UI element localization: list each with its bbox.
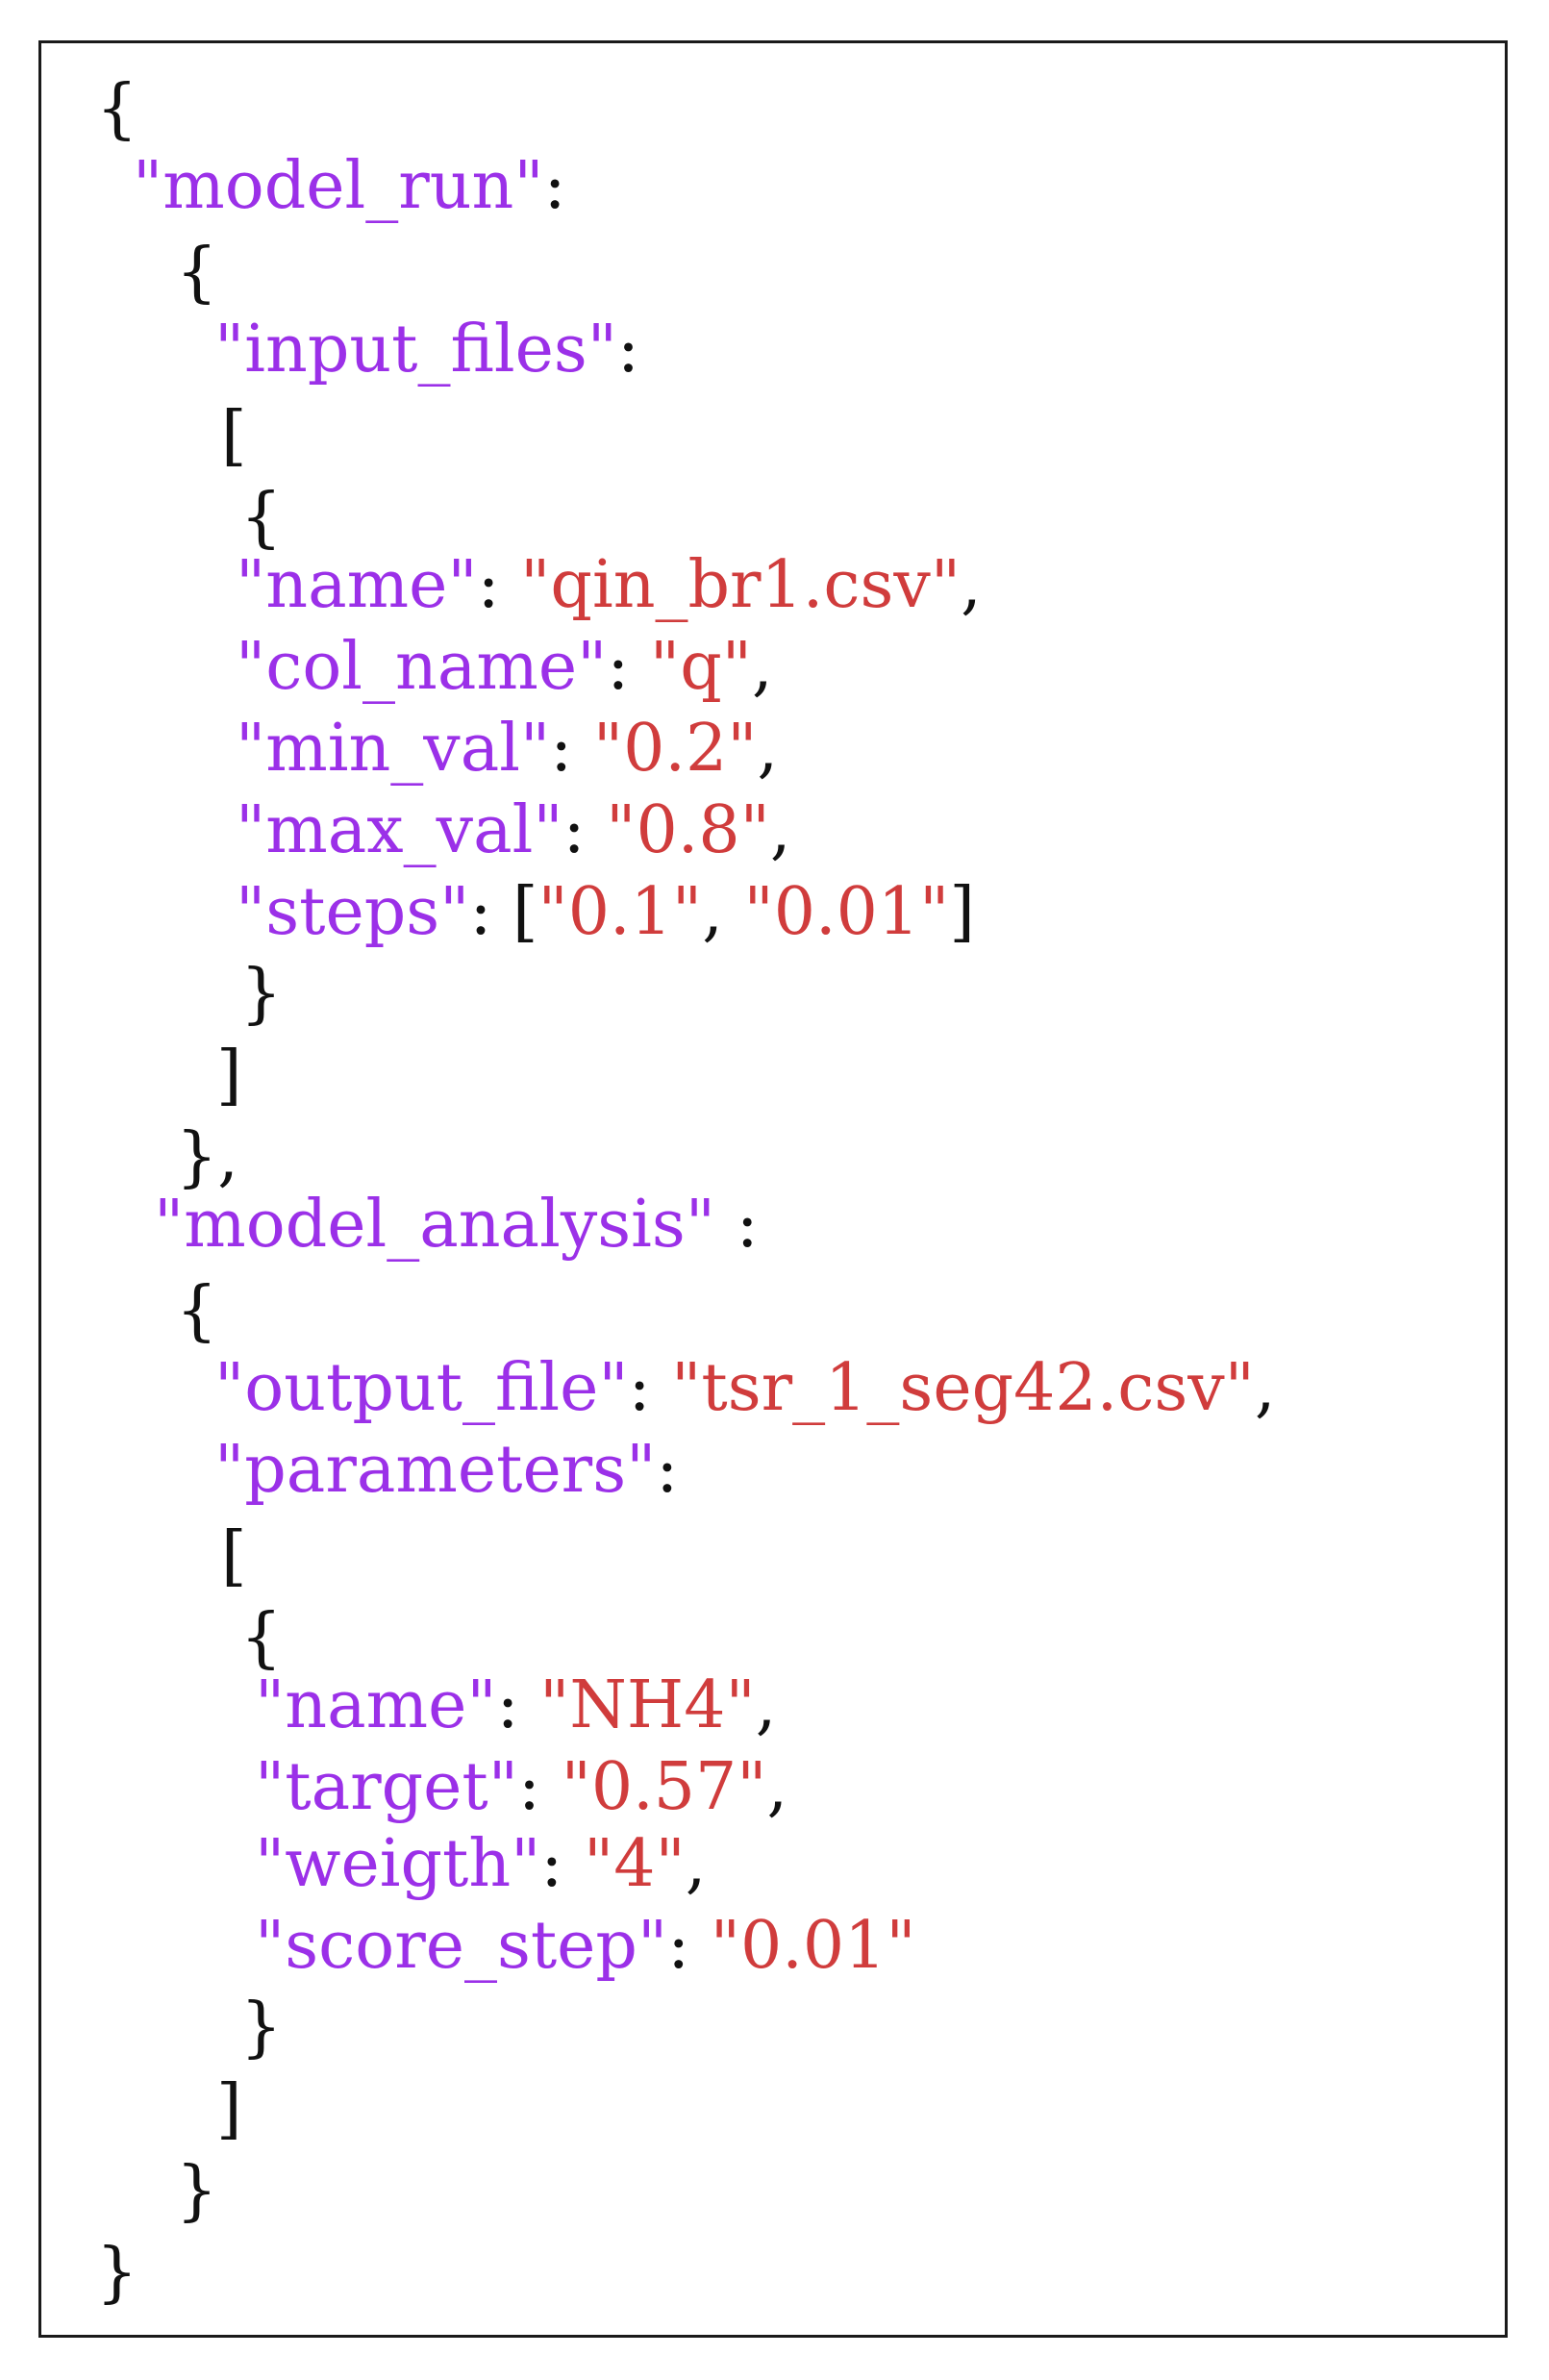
code-line: { bbox=[240, 1606, 282, 1671]
json-punctuation: : [ bbox=[469, 874, 538, 950]
code-line: } bbox=[96, 2241, 137, 2306]
code-line: { bbox=[240, 486, 282, 551]
code-line: "output_file": "tsr_1_seg42.csv", bbox=[214, 1356, 1276, 1421]
json-punctuation: , bbox=[752, 629, 773, 705]
json-punctuation: : bbox=[562, 792, 607, 868]
json-key: "model_run" bbox=[133, 148, 544, 224]
json-string-value: "tsr_1_seg42.csv" bbox=[671, 1350, 1255, 1426]
json-punctuation: : bbox=[518, 1749, 562, 1825]
json-punctuation: , bbox=[1254, 1350, 1276, 1426]
json-string-value: "0.01" bbox=[743, 874, 950, 950]
json-string-value: "0.1" bbox=[537, 874, 703, 950]
json-punctuation: , bbox=[769, 792, 791, 868]
json-punctuation: : bbox=[617, 312, 639, 388]
json-punctuation: } bbox=[176, 2153, 218, 2229]
code-line: "name": "qin_br1.csv", bbox=[236, 553, 982, 618]
code-line: "col_name": "q", bbox=[236, 635, 773, 700]
json-punctuation: } bbox=[240, 956, 283, 1032]
code-line: "score_step": "0.01" bbox=[255, 1914, 916, 1979]
code-line: "parameters": bbox=[214, 1438, 678, 1503]
json-punctuation: ] bbox=[949, 874, 975, 950]
code-line: "name": "NH4", bbox=[255, 1673, 776, 1739]
json-punctuation: , bbox=[755, 1667, 777, 1743]
json-key: "steps" bbox=[236, 874, 470, 950]
json-punctuation: [ bbox=[221, 398, 247, 474]
code-line: }, bbox=[176, 1125, 238, 1190]
code-line: "model_analysis" : bbox=[154, 1192, 759, 1258]
code-line: ] bbox=[216, 2077, 242, 2142]
code-line: } bbox=[240, 962, 282, 1027]
code-line: { bbox=[176, 1279, 217, 1344]
json-key: "model_analysis" bbox=[154, 1187, 716, 1263]
json-punctuation: , bbox=[702, 874, 744, 950]
json-punctuation: , bbox=[685, 1826, 707, 1902]
json-punctuation: }, bbox=[176, 1119, 238, 1195]
json-punctuation: { bbox=[176, 1273, 218, 1349]
code-line: { bbox=[96, 77, 137, 142]
json-key: "score_step" bbox=[255, 1908, 668, 1984]
json-punctuation: } bbox=[240, 1990, 283, 2066]
json-string-value: "4" bbox=[583, 1826, 686, 1902]
json-string-value: "0.2" bbox=[592, 711, 758, 787]
json-punctuation: : bbox=[628, 1350, 672, 1426]
json-string-value: "qin_br1.csv" bbox=[520, 547, 962, 623]
code-line: "target": "0.57", bbox=[255, 1755, 787, 1820]
json-punctuation: { bbox=[240, 1600, 283, 1676]
code-line: } bbox=[176, 2159, 217, 2224]
json-punctuation: : bbox=[656, 1432, 679, 1508]
json-punctuation: , bbox=[757, 711, 779, 787]
json-punctuation: : bbox=[715, 1187, 759, 1263]
json-key: "name" bbox=[255, 1667, 497, 1743]
json-punctuation: } bbox=[96, 2235, 138, 2311]
json-key: "name" bbox=[236, 547, 478, 623]
json-punctuation: , bbox=[766, 1749, 788, 1825]
code-line: [ bbox=[221, 404, 247, 469]
json-string-value: "0.01" bbox=[710, 1908, 916, 1984]
json-punctuation: { bbox=[176, 235, 218, 311]
code-line: "min_val": "0.2", bbox=[236, 716, 778, 782]
json-punctuation: : bbox=[496, 1667, 540, 1743]
json-punctuation: { bbox=[240, 480, 283, 556]
code-line: ] bbox=[216, 1043, 242, 1109]
json-string-value: "0.57" bbox=[561, 1749, 767, 1825]
json-punctuation: : bbox=[540, 1826, 584, 1902]
code-line: "steps": ["0.1", "0.01"] bbox=[236, 880, 975, 945]
json-string-value: "NH4" bbox=[539, 1667, 756, 1743]
code-line: "model_run": bbox=[133, 154, 566, 219]
json-key: "output_file" bbox=[214, 1350, 629, 1426]
code-line: } bbox=[240, 1995, 282, 2061]
code-line: "weigth": "4", bbox=[255, 1832, 706, 1897]
json-key: "col_name" bbox=[236, 629, 608, 705]
json-key: "input_files" bbox=[214, 312, 617, 388]
json-string-value: "0.8" bbox=[606, 792, 770, 868]
json-punctuation: { bbox=[96, 71, 138, 147]
json-punctuation: : bbox=[543, 148, 566, 224]
json-config-frame bbox=[38, 40, 1508, 2338]
json-punctuation: : bbox=[550, 711, 593, 787]
json-key: "min_val" bbox=[236, 711, 551, 787]
json-key: "target" bbox=[255, 1749, 519, 1825]
json-punctuation: : bbox=[607, 629, 650, 705]
json-key: "max_val" bbox=[236, 792, 563, 868]
code-line: [ bbox=[221, 1524, 247, 1590]
json-punctuation: ] bbox=[216, 2071, 242, 2147]
json-string-value: "q" bbox=[649, 629, 753, 705]
json-key: "weigth" bbox=[255, 1826, 541, 1902]
json-punctuation: : bbox=[477, 547, 521, 623]
code-line: "max_val": "0.8", bbox=[236, 798, 791, 864]
json-key: "parameters" bbox=[214, 1432, 657, 1508]
code-line: { bbox=[176, 240, 217, 306]
code-line: "input_files": bbox=[214, 317, 639, 383]
json-punctuation: ] bbox=[216, 1038, 242, 1114]
json-punctuation: [ bbox=[221, 1518, 247, 1594]
json-punctuation: : bbox=[667, 1908, 711, 1984]
json-punctuation: , bbox=[961, 547, 982, 623]
